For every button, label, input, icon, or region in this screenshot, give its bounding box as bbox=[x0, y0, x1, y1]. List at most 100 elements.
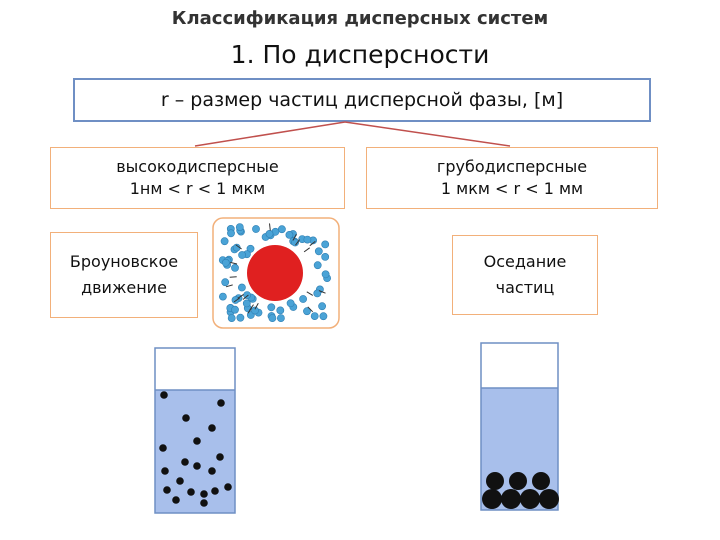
motion-arrow bbox=[229, 276, 237, 278]
sedimentation-label-line2: частиц bbox=[495, 278, 555, 297]
suspended-particle bbox=[211, 487, 219, 495]
solvent-molecule bbox=[231, 263, 239, 272]
solvent-molecule bbox=[251, 306, 259, 315]
solvent-molecule bbox=[227, 314, 236, 322]
suspended-particle bbox=[172, 496, 180, 504]
settled-particle bbox=[520, 489, 540, 509]
beaker-left-glass bbox=[154, 347, 236, 514]
suspended-particle bbox=[224, 483, 232, 491]
settled-particle bbox=[539, 489, 559, 509]
phenomenon-box-sedimentation: Оседание частиц bbox=[452, 235, 598, 315]
solvent-molecule bbox=[221, 278, 230, 287]
beaker-right-glass bbox=[480, 342, 559, 511]
motion-arrow bbox=[318, 290, 326, 294]
suspended-particle bbox=[182, 414, 190, 422]
phenomenon-box-brownian: Броуновское движение bbox=[50, 232, 198, 318]
motion-arrow bbox=[309, 241, 316, 247]
solvent-molecule bbox=[277, 225, 286, 234]
solvent-molecule bbox=[231, 305, 239, 314]
class-box-fine: высокодисперсные 1нм < r < 1 мкм bbox=[50, 147, 345, 209]
motion-arrow bbox=[242, 294, 249, 300]
class-coarse-range: 1 мкм < r < 1 мм bbox=[440, 179, 584, 198]
solvent-molecule bbox=[303, 235, 312, 244]
solvent-molecule bbox=[238, 251, 246, 259]
solvent-molecule bbox=[236, 313, 245, 322]
solvent-molecule bbox=[231, 296, 240, 304]
solvent-molecule bbox=[313, 261, 322, 270]
motion-arrow bbox=[249, 304, 254, 311]
solvent-molecule bbox=[218, 292, 227, 301]
motion-arrow bbox=[235, 244, 242, 250]
solvent-molecule bbox=[321, 252, 330, 261]
solvent-molecule bbox=[321, 240, 330, 249]
brownian-label-line1: Броуновское bbox=[69, 252, 179, 271]
suspended-particle bbox=[216, 453, 224, 461]
beaker-coarse-dispersion bbox=[480, 342, 559, 511]
solvent-molecule bbox=[314, 247, 323, 256]
suspended-particle bbox=[159, 444, 167, 452]
suspended-particle bbox=[160, 391, 168, 399]
solvent-molecule bbox=[285, 230, 294, 239]
solvent-molecule bbox=[291, 238, 299, 247]
motion-arrow bbox=[233, 297, 240, 303]
brownian-motion-illustration bbox=[212, 217, 340, 329]
connector-left bbox=[194, 121, 346, 147]
solvent-molecule bbox=[267, 303, 276, 312]
solvent-molecule bbox=[313, 289, 322, 298]
suspended-particle bbox=[181, 458, 189, 466]
motion-arrow bbox=[303, 247, 310, 253]
suspended-particle bbox=[161, 467, 169, 475]
settled-particle bbox=[482, 489, 502, 509]
suspended-particle bbox=[176, 477, 184, 485]
solvent-molecule bbox=[220, 237, 229, 246]
connector-right bbox=[344, 121, 511, 147]
solvent-molecule bbox=[276, 306, 285, 315]
suspended-particle bbox=[208, 424, 216, 432]
motion-arrow bbox=[307, 306, 314, 313]
solvent-molecule bbox=[246, 244, 255, 253]
solvent-molecule bbox=[286, 299, 295, 308]
settled-particle bbox=[486, 472, 504, 490]
motion-arrow bbox=[269, 223, 271, 231]
brownian-particle bbox=[247, 245, 303, 301]
solvent-molecule bbox=[235, 223, 244, 231]
motion-arrow bbox=[295, 239, 301, 246]
solvent-molecule bbox=[243, 291, 251, 299]
slide-subtitle: 1. По дисперсности bbox=[230, 40, 490, 69]
settled-particle bbox=[509, 472, 527, 490]
solvent-molecule bbox=[310, 312, 319, 320]
definition-box: r – размер частиц дисперсной фазы, [м] bbox=[73, 78, 651, 122]
beaker-fine-dispersion bbox=[154, 347, 236, 514]
slide-title: Классификация дисперсных систем bbox=[171, 8, 549, 29]
class-fine-name: высокодисперсные bbox=[116, 157, 279, 176]
solvent-molecule bbox=[237, 283, 246, 292]
solvent-molecule bbox=[227, 229, 235, 238]
collision-arrows bbox=[225, 223, 326, 314]
settled-particle bbox=[501, 489, 521, 509]
solvent-molecule bbox=[221, 258, 230, 267]
suspended-particle bbox=[217, 399, 225, 407]
solvent-molecule bbox=[265, 229, 274, 238]
sedimentation-label-line1: Оседание bbox=[483, 252, 567, 271]
suspended-particles bbox=[159, 391, 232, 507]
solvent-molecule bbox=[303, 307, 311, 316]
motion-arrow bbox=[306, 291, 314, 296]
motion-arrow bbox=[237, 293, 244, 299]
settled-particles bbox=[482, 472, 559, 509]
solvent-molecule bbox=[319, 312, 328, 321]
solvent-molecule bbox=[321, 270, 330, 279]
suspended-particle bbox=[193, 437, 201, 445]
class-fine-range: 1нм < r < 1 мкм bbox=[129, 179, 266, 198]
settled-particle bbox=[532, 472, 550, 490]
solvent-molecule bbox=[268, 314, 277, 322]
suspended-particle bbox=[193, 462, 201, 470]
motion-arrow bbox=[254, 302, 259, 310]
suspended-particle bbox=[187, 488, 195, 496]
class-coarse-name: грубодисперсные bbox=[436, 157, 588, 176]
solvent-molecule bbox=[242, 299, 251, 308]
class-box-coarse: грубодисперсные 1 мкм < r < 1 мм bbox=[366, 147, 658, 209]
suspended-particle bbox=[200, 490, 208, 498]
brownian-label-line2: движение bbox=[81, 278, 167, 297]
suspended-particle bbox=[208, 467, 216, 475]
